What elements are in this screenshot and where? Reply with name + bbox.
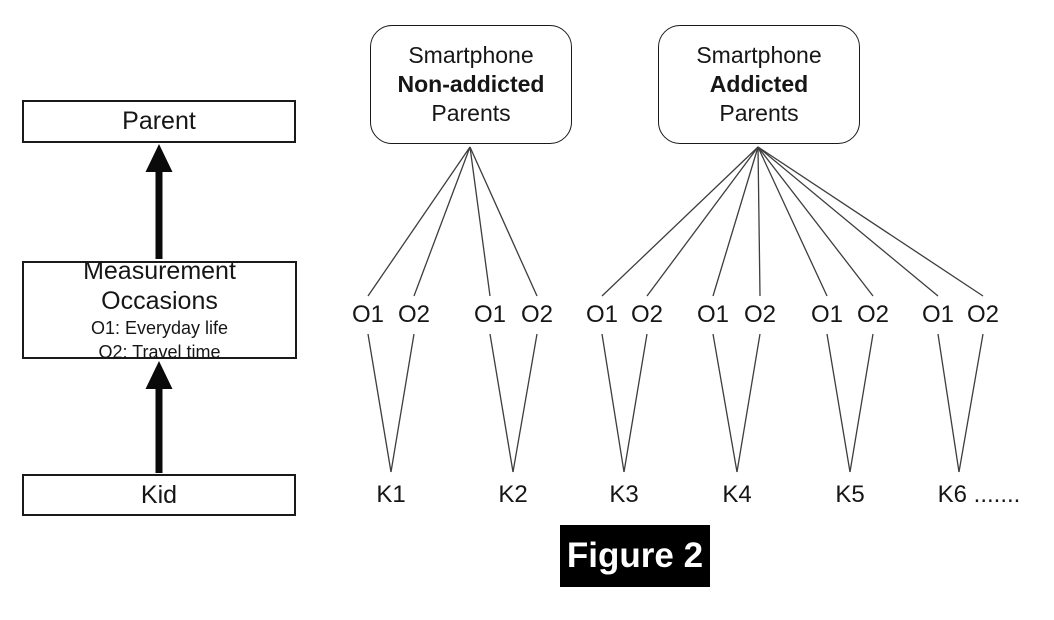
occasion1-definition: O1: Everyday life xyxy=(90,317,229,338)
occasion-label: O2 xyxy=(966,301,1000,328)
parent-box-label: Parent xyxy=(122,107,196,136)
figure-caption: Figure 2 xyxy=(566,536,704,575)
occasion2-definition: O2: Travel time xyxy=(98,342,221,362)
measurement-occasions-title: Measurement Occasions xyxy=(83,256,236,315)
kid-label: K2 xyxy=(498,481,528,508)
non-addicted-parents-box: Smartphone Non-addicted Parents xyxy=(370,25,572,144)
kid-label: K5 xyxy=(835,481,865,508)
occasion-label: O2 xyxy=(397,301,431,328)
occasion-label: O2 xyxy=(630,301,664,328)
fan-lines-group2 xyxy=(601,146,984,297)
arrow-kid-to-measurement xyxy=(145,361,173,473)
parent-box: Parent xyxy=(22,100,296,143)
occasion-label: O2 xyxy=(520,301,554,328)
occasion-label: O1 xyxy=(696,301,730,328)
group1-line-middle: Non-addicted xyxy=(397,71,545,97)
occasion-label: O1 xyxy=(810,301,844,328)
kid-label: K3 xyxy=(609,481,639,508)
arrow-measurement-to-parent xyxy=(145,144,173,259)
kid-box-label: Kid xyxy=(140,480,178,509)
occasion-label: O2 xyxy=(743,301,777,328)
measurement-occasions-box: Measurement Occasions O1: Everyday life … xyxy=(22,257,297,362)
kid-label: K6 ....... xyxy=(937,481,1021,508)
occasion-label: O1 xyxy=(473,301,507,328)
figure-caption-box: Figure 2 xyxy=(560,525,710,587)
group2-line-middle: Addicted xyxy=(709,71,809,97)
group1-line-bottom: Parents xyxy=(431,100,511,126)
addicted-parents-box: Smartphone Addicted Parents xyxy=(658,25,860,144)
occasion-label: O2 xyxy=(856,301,890,328)
group2-line-bottom: Parents xyxy=(719,100,799,126)
v-lines-occasions-to-kids xyxy=(367,333,984,473)
fan-lines-group1 xyxy=(367,146,538,297)
occasion-label: O1 xyxy=(585,301,619,328)
occasion-label: O1 xyxy=(921,301,955,328)
group2-line-top: Smartphone xyxy=(696,42,822,68)
kid-label: K1 xyxy=(376,481,406,508)
kid-box: Kid xyxy=(22,474,296,516)
kid-label: K4 xyxy=(722,481,752,508)
occasion-label: O1 xyxy=(351,301,385,328)
group1-line-top: Smartphone xyxy=(408,42,534,68)
